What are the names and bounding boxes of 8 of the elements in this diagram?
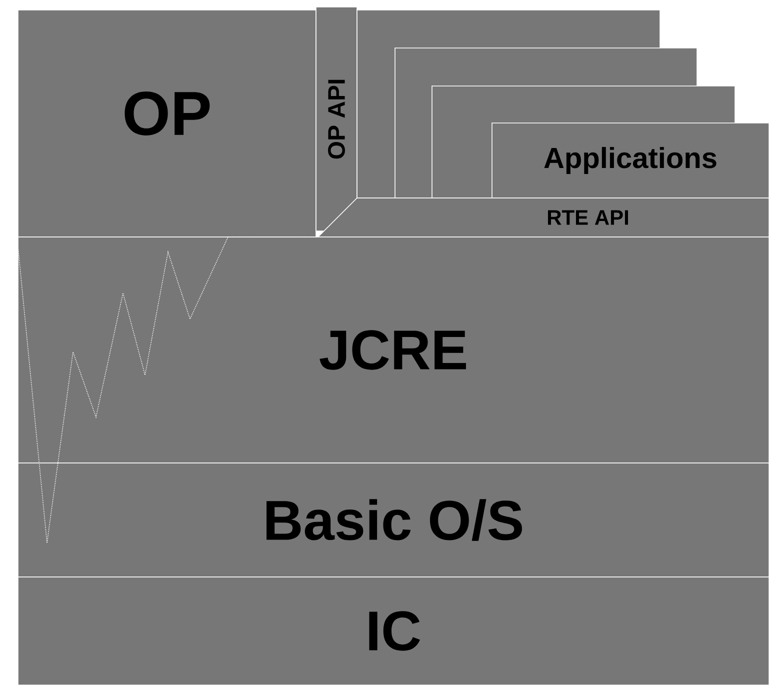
node-label: Basic O/S — [266, 499, 522, 541]
layer-box: Basic O/S — [18, 462, 769, 578]
node-label: JCRE — [320, 330, 466, 370]
card-box: Applications — [492, 122, 769, 198]
layer-box: IC — [18, 576, 769, 685]
node-label: RTE API — [548, 210, 628, 225]
node-label: Applications — [544, 146, 716, 174]
api-bar: OP API — [316, 6, 358, 232]
